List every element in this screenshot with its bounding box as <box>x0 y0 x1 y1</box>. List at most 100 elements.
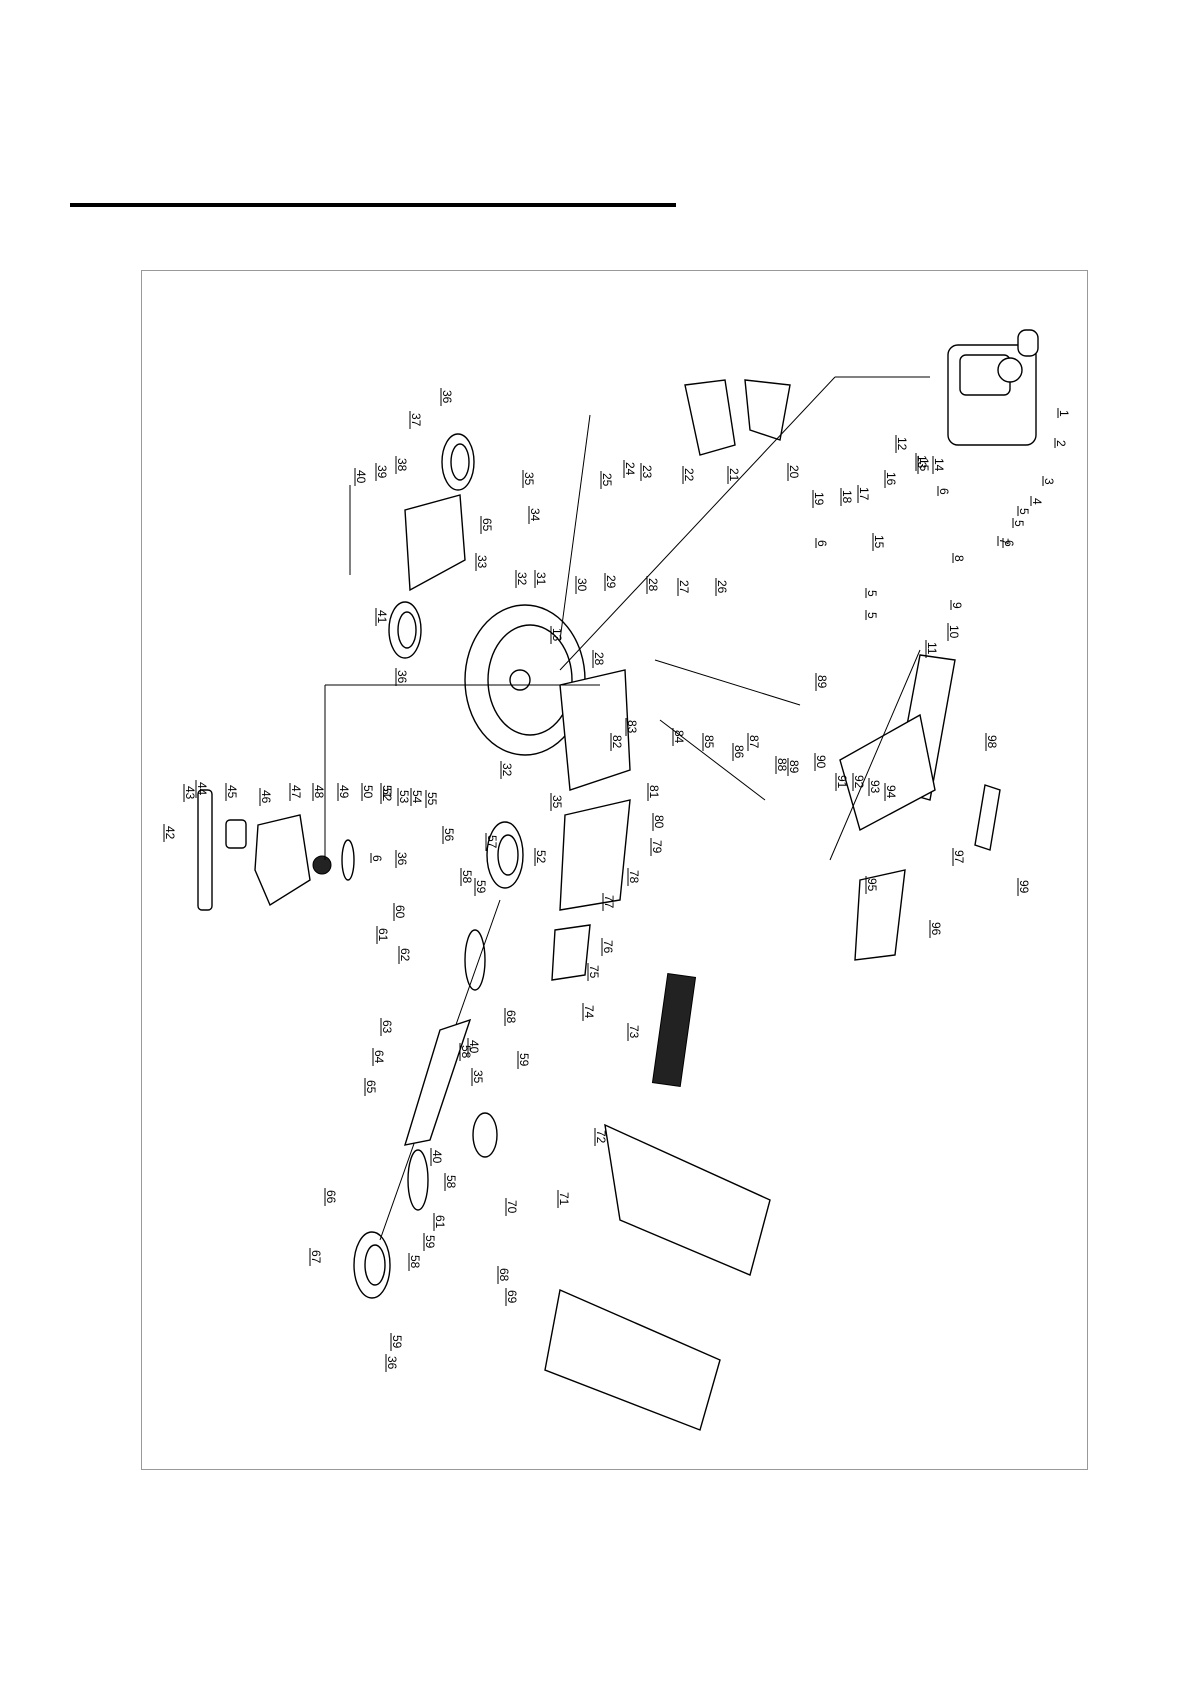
part-number-label: 63 <box>380 1020 394 1034</box>
plate-62 <box>464 929 486 991</box>
part-number-label: 15 <box>917 458 931 472</box>
header-rule <box>70 203 676 207</box>
part-number-label: 8 <box>952 555 966 562</box>
part-number-label: 30 <box>575 578 589 592</box>
part-number-label: 97 <box>952 850 966 864</box>
part-number-label: 19 <box>812 492 826 506</box>
part-number-label: 77 <box>602 895 616 909</box>
part-number-label: 21 <box>727 468 741 482</box>
part-number-labels: 1234555566667891011121313141515161718192… <box>163 388 1071 1372</box>
part-number-label: 55 <box>425 792 439 806</box>
part-number-label: 62 <box>398 948 412 962</box>
grip-99 <box>974 784 1001 851</box>
part-number-label: 69 <box>505 1290 519 1304</box>
part-number-label: 56 <box>442 828 456 842</box>
part-number-label: 52 <box>380 788 394 802</box>
part-number-label: 33 <box>475 555 489 569</box>
part-number-label: 65 <box>364 1080 378 1094</box>
part-number-label: 5 <box>865 590 879 597</box>
part-number-label: 12 <box>895 437 909 451</box>
part-number-label: 6 <box>1002 540 1016 547</box>
part-number-label: 36 <box>440 390 454 404</box>
part-number-label: 28 <box>646 578 660 592</box>
wheel-37 <box>441 433 475 491</box>
part-number-label: 2 <box>1054 440 1068 447</box>
part-number-label: 85 <box>702 735 716 749</box>
leader-line <box>559 414 591 641</box>
part-number-label: 5 <box>1017 508 1031 515</box>
part-number-label: 60 <box>393 905 407 919</box>
part-number-label: 45 <box>225 785 239 799</box>
part-number-label: 24 <box>623 462 637 476</box>
part-number-label: 98 <box>985 735 999 749</box>
part-number-label: 31 <box>534 572 548 586</box>
part-number-label: 4 <box>1030 498 1044 505</box>
part-number-label: 57 <box>485 835 499 849</box>
part-number-label: 5 <box>865 612 879 619</box>
part-number-label: 48 <box>312 785 326 799</box>
part-number-label: 65 <box>480 518 494 532</box>
lower-handle-96 <box>854 869 906 961</box>
part-number-label: 61 <box>376 928 390 942</box>
part-number-label: 64 <box>372 1050 386 1064</box>
part-number-label: 43 <box>183 786 197 800</box>
part-number-label: 15 <box>872 535 886 549</box>
part-number-label: 93 <box>868 780 882 794</box>
part-number-label: 96 <box>929 922 943 936</box>
cover-20 <box>744 379 791 441</box>
gear-48 <box>312 855 332 875</box>
bracket-63 <box>403 1018 472 1146</box>
part-number-label: 72 <box>594 1130 608 1144</box>
plug-75 <box>551 924 591 981</box>
part-number-label: 44 <box>195 782 209 796</box>
diagram-frame <box>141 270 1088 1470</box>
handle-frame-97 <box>839 713 936 832</box>
part-number-label: 6 <box>370 855 384 862</box>
part-number-label: 50 <box>361 785 375 799</box>
part-number-label: 92 <box>852 775 866 789</box>
part-number-label: 6 <box>815 540 829 547</box>
grass-bag-69 <box>544 1289 721 1431</box>
part-number-label: 35 <box>522 472 536 486</box>
part-number-label: 70 <box>505 1200 519 1214</box>
part-number-label: 76 <box>601 940 615 954</box>
part-number-label: 14 <box>932 458 946 472</box>
part-number-label: 6 <box>937 488 951 495</box>
part-number-label: 71 <box>557 1192 571 1206</box>
part-number-label: 61 <box>433 1215 447 1229</box>
part-number-label: 59 <box>474 880 488 894</box>
part-number-label: 40 <box>430 1150 444 1164</box>
part-number-label: 52 <box>534 850 548 864</box>
part-number-label: 42 <box>163 826 177 840</box>
part-number-label: 83 <box>625 720 639 734</box>
leader-line <box>829 649 921 861</box>
part-number-label: 46 <box>259 790 273 804</box>
gear-housing-70 <box>472 1112 498 1158</box>
part-number-label: 40 <box>354 470 368 484</box>
part-number-label: 90 <box>814 755 828 769</box>
chute-part <box>559 669 631 791</box>
plate-65 <box>407 1149 429 1211</box>
part-number-label: 5 <box>1012 520 1026 527</box>
part-number-label: 39 <box>375 465 389 479</box>
grill-73 <box>651 973 697 1087</box>
wheel-57 <box>486 821 524 889</box>
part-number-label: 35 <box>550 795 564 809</box>
wheel-41 <box>388 601 422 659</box>
part-number-label: 54 <box>410 790 424 804</box>
part-number-label: 47 <box>289 785 303 799</box>
part-number-label: 73 <box>627 1025 641 1039</box>
blade-part <box>197 789 247 911</box>
part-number-label: 82 <box>610 735 624 749</box>
part-number-label: 18 <box>840 490 854 504</box>
part-number-label: 68 <box>497 1268 511 1282</box>
part-number-label: 36 <box>385 1356 399 1370</box>
part-number-label: 40 <box>467 1040 481 1054</box>
bag-frame-72 <box>604 1123 771 1276</box>
part-number-label: 32 <box>500 763 514 777</box>
part-number-label: 29 <box>604 575 618 589</box>
part-number-label: 58 <box>408 1255 422 1269</box>
part-number-label: 36 <box>395 670 409 684</box>
part-number-label: 89 <box>815 675 829 689</box>
part-number-label: 59 <box>423 1235 437 1249</box>
